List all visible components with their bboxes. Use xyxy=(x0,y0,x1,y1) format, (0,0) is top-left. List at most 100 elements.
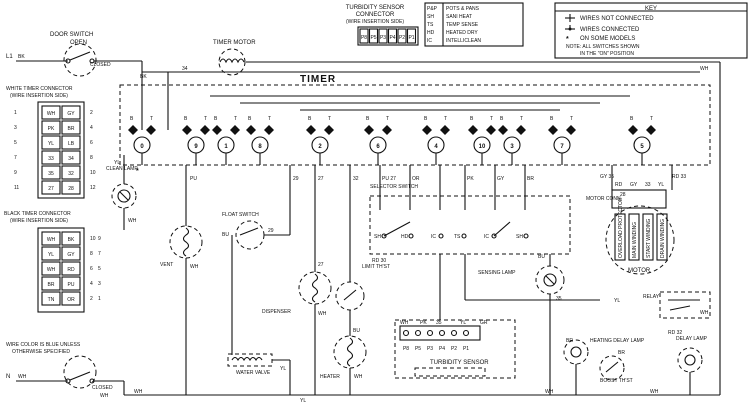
delay-lamp: DELAY LAMP RD 32 xyxy=(668,330,708,395)
cam-contact-right xyxy=(146,125,156,135)
sensor-pin-label: P3 xyxy=(427,346,433,352)
cam-letter-t: T xyxy=(234,116,237,122)
motor-winding-label: DRAIN WINDING xyxy=(660,219,666,258)
connected-icon xyxy=(565,25,575,31)
cam-contact-left xyxy=(364,125,374,135)
key-title: KEY xyxy=(645,6,657,12)
cam-contact-left xyxy=(128,125,138,135)
cam-letter-b: B xyxy=(424,116,428,122)
wh-n-label: WH xyxy=(18,374,27,380)
left-panel: DOOR SWITCH OPEN CLOSED L1 BK WHITE TIME… xyxy=(4,32,142,399)
white-connector-insertion: (WIRE INSERTION SIDE) xyxy=(10,93,68,99)
turbidity-connector-insertion: (WIRE INSERTION SIDE) xyxy=(346,19,404,25)
white-connector-body xyxy=(37,101,85,199)
svg-text:BU: BU xyxy=(538,254,545,260)
svg-text:RD 30: RD 30 xyxy=(372,258,386,264)
svg-text:RD 33: RD 33 xyxy=(672,174,686,180)
svg-text:RELAY: RELAY xyxy=(643,294,660,300)
svg-text:FLOAT SWITCH: FLOAT SWITCH xyxy=(222,212,259,218)
cam-letter-b: B xyxy=(130,116,134,122)
svg-text:28: 28 xyxy=(620,192,626,198)
abbreviation-code: HD xyxy=(427,30,435,36)
svg-text:PK: PK xyxy=(467,176,474,182)
turbidity-pin-label: P1 xyxy=(408,35,414,41)
svg-text:GY: GY xyxy=(497,176,505,182)
svg-text:WH: WH xyxy=(318,311,327,317)
white-connector-number: 7 xyxy=(14,155,17,161)
selector-terminal-label: TS xyxy=(454,234,461,240)
turbidity-pin-cell xyxy=(387,28,398,44)
cam-contact-left xyxy=(306,125,316,135)
cam-contact-right xyxy=(516,125,526,135)
white-connector-cell-label: 28 xyxy=(68,186,74,192)
door-switch-bottom-blade xyxy=(69,371,91,381)
svg-text:WATER VALVE: WATER VALVE xyxy=(236,370,271,376)
black-connector-cell-label: BR xyxy=(48,282,55,288)
turbidity-pin-label: P5 xyxy=(370,35,376,41)
turbidity-pin-cell xyxy=(406,28,417,44)
svg-text:WH: WH xyxy=(650,389,659,395)
sensor-pin xyxy=(414,329,422,337)
selector-terminal xyxy=(491,233,497,239)
white-connector-cell xyxy=(41,180,61,195)
svg-text:35: 35 xyxy=(556,296,562,302)
cam-letter-t: T xyxy=(328,116,331,122)
cam-letter-t: T xyxy=(444,116,447,122)
cam-contact-right xyxy=(486,125,496,135)
cam-letter-t: T xyxy=(490,116,493,122)
svg-text:MOTOR CONN.: MOTOR CONN. xyxy=(586,196,622,202)
svg-text:CLEAN LAMP: CLEAN LAMP xyxy=(106,166,138,172)
heater: HEATER WH xyxy=(320,310,367,380)
white-connector-cell-label: YL xyxy=(48,141,54,147)
motor-winding xyxy=(656,213,668,261)
white-connector-cell xyxy=(61,105,81,120)
svg-text:34: 34 xyxy=(182,66,188,72)
svg-text:WH: WH xyxy=(700,66,709,72)
selector-terminal xyxy=(523,233,529,239)
white-connector-cell xyxy=(41,135,61,150)
black-connector-number: 10 xyxy=(90,236,96,242)
bk-label: BK xyxy=(18,54,25,60)
white-connector-cell-label: WH xyxy=(47,111,56,117)
black-connector-number: 5 xyxy=(98,266,101,272)
cam-letter-t: T xyxy=(520,116,523,122)
cam-letter-t: T xyxy=(570,116,573,122)
timer-dashed-box xyxy=(119,84,711,166)
cam-contact-right xyxy=(264,125,274,135)
turbidity-connector-box xyxy=(357,26,419,46)
svg-text:TURBIDITY SENSOR: TURBIDITY SENSOR xyxy=(430,360,489,366)
black-connector-insertion: (WIRE INSERTION SIDE) xyxy=(10,218,68,224)
selector-terminal-label: IC xyxy=(484,234,489,240)
cam-contact-left xyxy=(212,125,222,135)
abbreviation-code: P&P xyxy=(427,6,438,12)
black-connector-cell xyxy=(61,231,81,246)
black-connector-cell-label: RD xyxy=(67,267,75,273)
svg-text:SENSING LAMP: SENSING LAMP xyxy=(478,270,516,276)
sensor-pin xyxy=(402,329,410,337)
white-connector-cell xyxy=(41,150,61,165)
timer-cam-number: 0 xyxy=(140,144,144,150)
abbreviation-code: SH xyxy=(427,14,434,20)
motor-winding xyxy=(642,213,654,261)
cam-letter-b: B xyxy=(550,116,554,122)
black-connector-cell-label: TN xyxy=(48,297,55,303)
relay: RELAY WH YL xyxy=(614,291,711,319)
abbreviation-meaning: TEMP SENSE xyxy=(446,22,479,28)
black-connector-cell-label: WH xyxy=(47,237,56,243)
svg-text:WH: WH xyxy=(700,310,709,316)
svg-text:SELECTOR SWITCH: SELECTOR SWITCH xyxy=(370,184,418,190)
black-connector-cell-label: WH xyxy=(47,267,56,273)
cam-contact-left xyxy=(182,125,192,135)
timer-cam-number: 8 xyxy=(258,144,262,150)
timer-cam-number: 6 xyxy=(376,144,380,150)
svg-text:OR: OR xyxy=(412,176,420,182)
timer-cam-number: 5 xyxy=(640,144,644,150)
cam-letter-t: T xyxy=(386,116,389,122)
white-connector-cell-label: GY xyxy=(67,111,75,117)
black-connector-body xyxy=(37,227,85,313)
dispenser: DISPENSER 27 WH 27 xyxy=(262,165,332,317)
svg-text:GR: GR xyxy=(480,320,488,326)
white-connector-number: 6 xyxy=(90,140,93,146)
